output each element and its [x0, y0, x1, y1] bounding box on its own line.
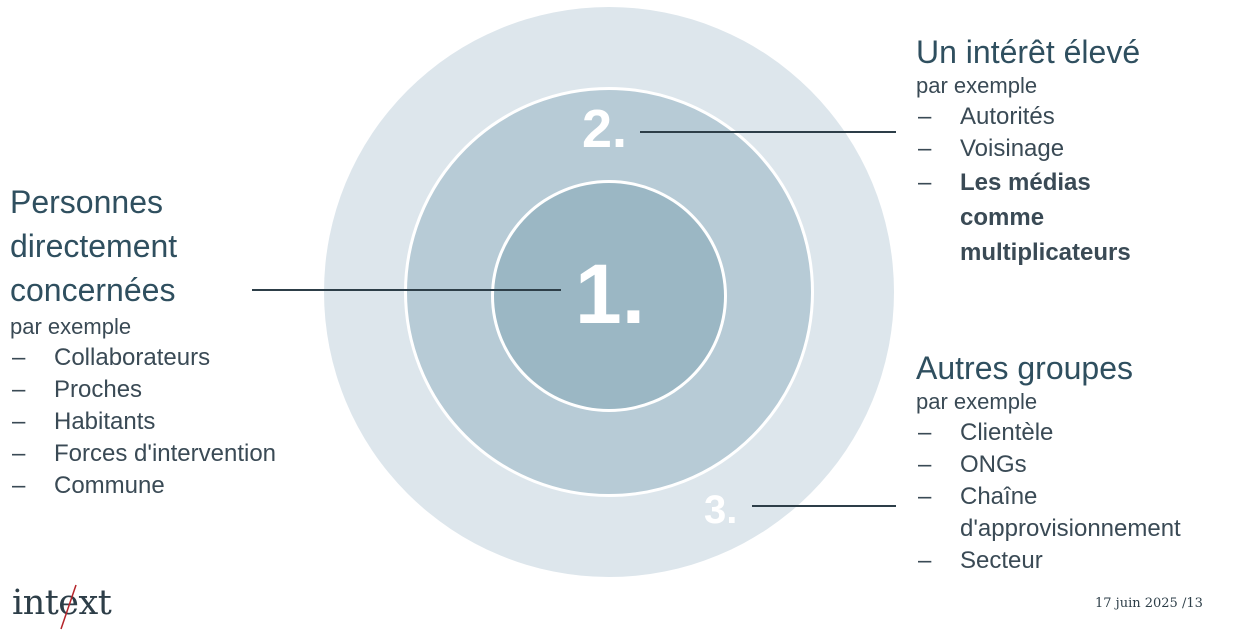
dash-bullet: –	[918, 451, 932, 478]
list-item: –Secteur	[916, 545, 1246, 577]
connector-line-3	[752, 505, 896, 507]
circle-label-1: 1.	[575, 247, 646, 341]
group-direct: Personnes directement concernées par exe…	[10, 180, 350, 502]
logo-slash-icon	[60, 584, 77, 630]
group-interest-subtitle: par exemple	[916, 73, 1038, 98]
group-interest: Un intérêt élevé par exemple –Autorités …	[916, 33, 1246, 270]
dash-bullet: –	[12, 472, 26, 499]
logo-text: intext	[12, 583, 112, 623]
group-direct-list: –Collaborateurs –Proches –Habitants –For…	[10, 342, 350, 502]
group-direct-subtitle: par exemple	[10, 314, 132, 339]
list-item: –Habitants	[10, 406, 350, 438]
circle-label-3: 3.	[704, 488, 738, 532]
group-others-subtitle: par exemple	[916, 389, 1038, 414]
dash-bullet: –	[918, 169, 932, 196]
dash-bullet: –	[12, 344, 26, 371]
intext-logo: intext	[12, 581, 132, 631]
group-others: Autres groupes par exemple –Clientèle –O…	[916, 349, 1246, 577]
dash-bullet: –	[918, 419, 932, 446]
list-item: –ONGs	[916, 449, 1246, 481]
group-interest-title: Un intérêt élevé	[916, 34, 1141, 70]
dash-bullet: –	[918, 135, 932, 162]
connector-line-2	[640, 131, 896, 133]
list-item: –Collaborateurs	[10, 342, 350, 374]
dash-bullet: –	[918, 483, 932, 510]
title-line: concernées	[10, 272, 176, 308]
list-item: –Voisinage	[916, 133, 1246, 165]
title-line: Personnes	[10, 184, 163, 220]
list-item: –Forces d'intervention	[10, 438, 350, 470]
dash-bullet: –	[12, 440, 26, 467]
dash-bullet: –	[12, 408, 26, 435]
group-others-title: Autres groupes	[916, 350, 1134, 386]
list-item: –Proches	[10, 374, 350, 406]
title-line: directement	[10, 228, 178, 264]
group-direct-title: Personnes directement concernées	[10, 180, 350, 312]
inner-circle-group-1	[491, 180, 727, 412]
slide-date-page: 17 juin 2025 /13	[1095, 596, 1203, 611]
dash-bullet: –	[918, 547, 932, 574]
dash-bullet: –	[12, 376, 26, 403]
list-item: –Commune	[10, 470, 350, 502]
circle-label-2: 2.	[582, 99, 628, 159]
connector-line-1	[252, 289, 561, 291]
dash-bullet: –	[918, 103, 932, 130]
list-item: –Clientèle	[916, 417, 1246, 449]
list-item: –Autorités	[916, 101, 1246, 133]
